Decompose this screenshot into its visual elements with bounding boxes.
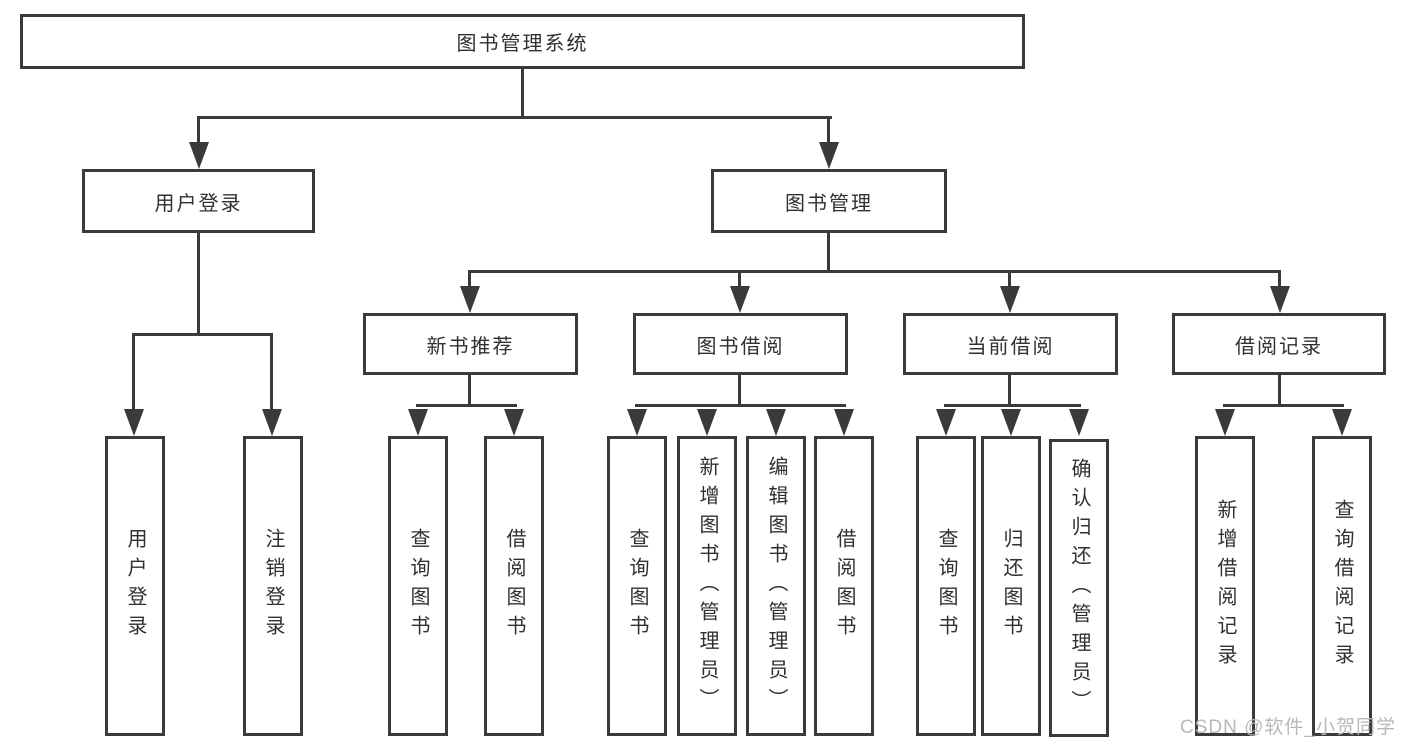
connector-hline: [635, 404, 846, 407]
node-book-borrowing: 图书借阅: [633, 313, 848, 375]
connector-vline: [521, 66, 524, 119]
connector-vline: [197, 232, 200, 335]
node-borrow-records: 借阅记录: [1172, 313, 1386, 375]
node-book-mgmt-label: 图书管理: [785, 192, 873, 215]
leaf-records-query: 查询借阅记录: [1312, 436, 1372, 736]
leaf-newbook-query-label: 查询图书: [407, 528, 429, 644]
leaf-logout: 注销登录: [243, 436, 303, 736]
connector-vline: [468, 272, 471, 288]
leaf-borrowing-edit: 编辑图书（管理员）: [746, 436, 806, 736]
leaf-newbook-borrow: 借阅图书: [484, 436, 544, 736]
arrowhead-down-icon: [1001, 409, 1021, 436]
leaf-current-confirm-label: 确认归还（管理员）: [1068, 457, 1090, 719]
leaf-records-query-label: 查询借阅记录: [1331, 499, 1353, 673]
connector-vline: [1008, 374, 1011, 407]
connector-hline: [1223, 404, 1344, 407]
connector-vline: [827, 116, 830, 146]
connector-vline: [738, 272, 741, 288]
node-new-book-rec-label: 新书推荐: [426, 335, 515, 358]
connector-vline: [738, 374, 741, 407]
connector-hline: [416, 404, 517, 407]
leaf-current-query: 查询图书: [916, 436, 976, 736]
connector-vline: [132, 334, 135, 410]
arrowhead-down-icon: [1332, 409, 1352, 436]
arrowhead-down-icon: [408, 409, 428, 436]
leaf-current-confirm: 确认归还（管理员）: [1049, 439, 1109, 737]
leaf-borrowing-edit-label: 编辑图书（管理员）: [765, 455, 787, 717]
connector-vline: [1008, 272, 1011, 288]
node-new-book-rec: 新书推荐: [363, 313, 578, 375]
leaf-current-query-label: 查询图书: [935, 528, 957, 644]
leaf-records-add: 新增借阅记录: [1195, 436, 1255, 736]
leaf-user-login: 用户登录: [105, 436, 165, 736]
arrowhead-down-icon: [936, 409, 956, 436]
connector-vline: [1278, 374, 1281, 407]
node-user-login: 用户登录: [82, 169, 315, 233]
arrowhead-down-icon: [1215, 409, 1235, 436]
node-borrow-records-label: 借阅记录: [1235, 335, 1323, 358]
node-book-mgmt: 图书管理: [711, 169, 947, 233]
arrowhead-down-icon: [1069, 409, 1089, 436]
leaf-user-login-label: 用户登录: [124, 528, 146, 644]
connector-hline: [944, 404, 1081, 407]
connector-vline: [270, 334, 273, 410]
connector-hline: [197, 116, 832, 119]
arrowhead-down-icon: [627, 409, 647, 436]
connector-hline: [132, 333, 273, 336]
arrowhead-down-icon: [819, 142, 839, 169]
leaf-borrowing-add-label: 新增图书（管理员）: [696, 455, 718, 717]
arrowhead-down-icon: [189, 142, 209, 169]
connector-vline: [1278, 272, 1281, 288]
watermark-text: CSDN @软件_小贺同学: [1180, 717, 1396, 738]
leaf-borrowing-add: 新增图书（管理员）: [677, 436, 737, 736]
arrowhead-down-icon: [697, 409, 717, 436]
node-current-borrow: 当前借阅: [903, 313, 1118, 375]
leaf-newbook-query: 查询图书: [388, 436, 448, 736]
leaf-borrowing-query-label: 查询图书: [626, 528, 648, 644]
connector-vline: [468, 374, 471, 407]
leaf-records-add-label: 新增借阅记录: [1214, 499, 1236, 673]
arrowhead-down-icon: [504, 409, 524, 436]
leaf-borrowing-query: 查询图书: [607, 436, 667, 736]
arrowhead-down-icon: [460, 286, 480, 313]
connector-vline: [827, 232, 830, 273]
node-root-label: 图书管理系统: [456, 33, 589, 55]
connector-hline: [468, 270, 1281, 273]
leaf-borrowing-borrow-label: 借阅图书: [833, 528, 855, 644]
arrowhead-down-icon: [262, 409, 282, 436]
arrowhead-down-icon: [1000, 286, 1020, 313]
node-user-login-label: 用户登录: [154, 192, 243, 215]
leaf-current-return-label: 归还图书: [1000, 528, 1022, 644]
node-book-borrowing-label: 图书借阅: [696, 335, 785, 358]
leaf-current-return: 归还图书: [981, 436, 1041, 736]
arrowhead-down-icon: [766, 409, 786, 436]
node-root: 图书管理系统: [20, 14, 1025, 69]
arrowhead-down-icon: [1270, 286, 1290, 313]
leaf-newbook-borrow-label: 借阅图书: [503, 528, 525, 644]
leaf-borrowing-borrow: 借阅图书: [814, 436, 874, 736]
arrowhead-down-icon: [834, 409, 854, 436]
arrowhead-down-icon: [730, 286, 750, 313]
node-current-borrow-label: 当前借阅: [966, 335, 1055, 358]
arrowhead-down-icon: [124, 409, 144, 436]
connector-vline: [197, 116, 200, 146]
leaf-logout-label: 注销登录: [262, 528, 284, 644]
